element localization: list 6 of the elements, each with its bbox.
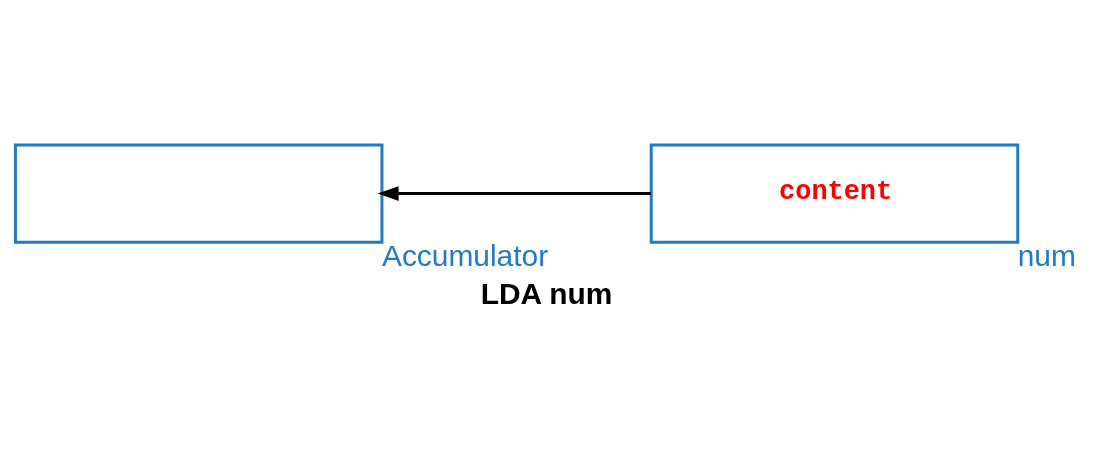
arrow [377, 186, 651, 201]
caption: LDA num [480, 276, 613, 310]
node-box [13, 143, 384, 244]
node-box: content [649, 143, 1020, 244]
node-label: num [1017, 239, 1076, 273]
node-label: Accumulator [381, 239, 549, 273]
